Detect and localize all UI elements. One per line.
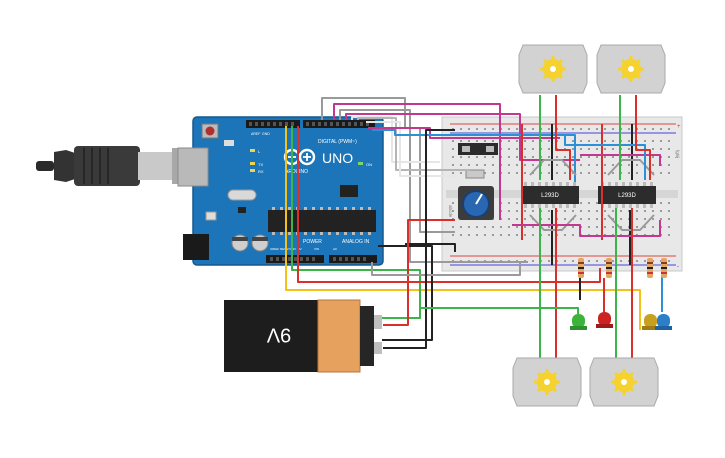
aref-label: AREF bbox=[251, 132, 260, 136]
wire-red-1[interactable] bbox=[297, 126, 601, 283]
wire-blue-2[interactable] bbox=[564, 135, 646, 180]
wire-black-3[interactable] bbox=[383, 129, 455, 349]
motor-bottom-left bbox=[512, 357, 582, 407]
on-led-label: ON bbox=[366, 162, 372, 167]
potentiometer-icon[interactable] bbox=[458, 186, 494, 220]
board-brand-label: ARDUINO bbox=[285, 169, 308, 175]
l-led-label: L bbox=[258, 149, 261, 154]
5v-label: 5V bbox=[298, 247, 302, 251]
wire-red-motor-2[interactable] bbox=[635, 95, 651, 180]
dc-motor-icon bbox=[512, 44, 666, 407]
wire-yellow-1[interactable] bbox=[285, 126, 641, 330]
wire-gray-3[interactable] bbox=[357, 117, 470, 171]
analog-pins-label: ANALOG IN bbox=[342, 239, 370, 245]
wire-magenta-4[interactable] bbox=[580, 154, 661, 166]
led-blue bbox=[655, 314, 672, 330]
wire-magenta-5[interactable] bbox=[512, 220, 661, 237]
battery-9v: 9V bbox=[224, 299, 382, 373]
crystal-oscillator bbox=[227, 189, 257, 201]
wire-magenta-3[interactable] bbox=[368, 127, 560, 139]
led-yellow bbox=[642, 314, 659, 330]
led-red bbox=[596, 312, 613, 328]
atmega-chip bbox=[268, 210, 376, 232]
wire-gray-4[interactable] bbox=[371, 262, 521, 276]
wire-black-2[interactable] bbox=[378, 245, 433, 341]
row-letters-top: fghij bbox=[675, 150, 680, 158]
power-pins-label: POWER bbox=[303, 239, 322, 245]
wire-gray-6[interactable] bbox=[607, 159, 655, 176]
3v3-label: 3.3V bbox=[290, 247, 296, 251]
wire-red-2[interactable] bbox=[383, 219, 455, 326]
digital-pins-label: DIGITAL (PWM~) bbox=[318, 139, 357, 145]
wire-gray-2[interactable] bbox=[339, 109, 528, 263]
wire-white-2[interactable] bbox=[366, 121, 455, 177]
rail-minus-bottom: - bbox=[677, 264, 679, 270]
led-green bbox=[570, 314, 587, 330]
board-model-label: UNO bbox=[322, 150, 353, 166]
l293d-driver-1: L293D bbox=[521, 182, 579, 208]
wire-magenta-1[interactable] bbox=[333, 103, 501, 220]
ioref-label: IOREF bbox=[270, 247, 279, 251]
tx-label: TX bbox=[258, 162, 263, 167]
rx-label: RX bbox=[258, 169, 264, 174]
motor-bottom-right bbox=[589, 357, 659, 407]
driver-2-label: L293D bbox=[618, 193, 636, 199]
wire-blue-1[interactable] bbox=[372, 129, 576, 182]
a0-label: A0 bbox=[333, 247, 337, 251]
motor-top-right bbox=[596, 44, 666, 94]
rail-plus-top: + bbox=[677, 124, 681, 130]
gnd-label: GND bbox=[262, 132, 270, 136]
battery-label: 9V bbox=[266, 324, 291, 346]
wire-gray-7[interactable] bbox=[529, 214, 577, 231]
wire-black-1[interactable] bbox=[405, 243, 456, 252]
arduino-uno-board: UNO ARDUINO DIGITAL (PWM~) POWER ANALOG … bbox=[177, 116, 384, 266]
wire-green-led[interactable] bbox=[420, 307, 579, 316]
row-letters-bottom: abcde bbox=[448, 205, 453, 218]
vin-label: VIN bbox=[314, 247, 319, 251]
resistor-icon bbox=[578, 258, 667, 278]
driver-1-label: L293D bbox=[541, 193, 559, 199]
wires bbox=[285, 95, 663, 358]
wire-red-motor-1[interactable] bbox=[555, 95, 571, 180]
motor-top-left bbox=[518, 44, 588, 94]
usb-cable-icon bbox=[36, 146, 194, 186]
